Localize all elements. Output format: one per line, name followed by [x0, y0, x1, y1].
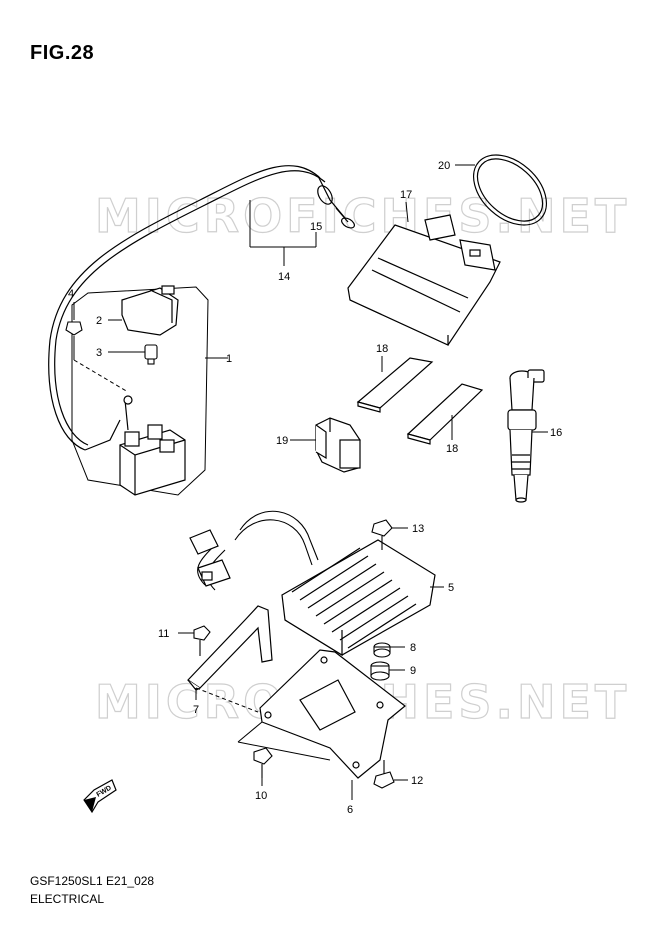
callout-16: 16	[550, 427, 562, 439]
fuse	[144, 344, 158, 365]
callout-2: 2	[96, 315, 102, 327]
regulator-rectifier	[281, 539, 436, 657]
sensor-connector	[315, 417, 361, 473]
ecm-ring	[472, 154, 548, 226]
callout-13: 13	[412, 523, 424, 535]
screw-4	[65, 321, 83, 336]
callout-18-upper: 18	[376, 343, 388, 355]
callout-4: 4	[68, 288, 74, 300]
battery-cable	[48, 165, 355, 451]
callout-20: 20	[438, 160, 450, 172]
callout-11: 11	[158, 628, 169, 640]
callout-6: 6	[347, 804, 353, 816]
starter-relay	[119, 395, 186, 496]
figure-section: ELECTRICAL	[30, 892, 105, 906]
callout-1: 1	[226, 353, 232, 365]
bracket-7	[187, 605, 273, 691]
bolt-12	[373, 760, 395, 789]
relay-group-outline	[71, 286, 228, 496]
foam-pad-lower	[406, 383, 484, 445]
callout-19: 19	[276, 435, 288, 447]
grommet-8	[373, 642, 391, 658]
figure-code: GSF1250SL1 E21_028	[30, 874, 155, 888]
callout-18-lower: 18	[446, 443, 458, 455]
callout-12: 12	[411, 775, 423, 787]
relay-cover	[121, 285, 179, 336]
ecm-unit	[347, 214, 501, 346]
callout-7: 7	[193, 704, 199, 716]
figure-title: FIG.28	[30, 42, 95, 64]
mounting-plate-6	[259, 649, 406, 779]
bolt-11	[193, 625, 211, 656]
callout-5: 5	[448, 582, 454, 594]
watermark-top: MICROFICHES.NET	[95, 189, 630, 243]
spacer-9	[370, 661, 390, 681]
regulator-connectors	[189, 529, 231, 587]
bolt-10	[253, 747, 273, 778]
foam-pad-upper	[356, 357, 434, 413]
callout-15: 15	[310, 221, 322, 233]
callout-10: 10	[255, 790, 267, 802]
forward-direction-arrow-icon: FWD	[83, 779, 117, 814]
callout-17: 17	[400, 189, 412, 201]
bolt-13	[371, 519, 393, 550]
callout-14-bracket	[249, 200, 317, 266]
callout-8: 8	[410, 642, 416, 654]
callout-14: 14	[278, 271, 290, 283]
ignition-coil	[507, 369, 545, 503]
callout-3: 3	[96, 347, 102, 359]
callout-9: 9	[410, 665, 416, 677]
